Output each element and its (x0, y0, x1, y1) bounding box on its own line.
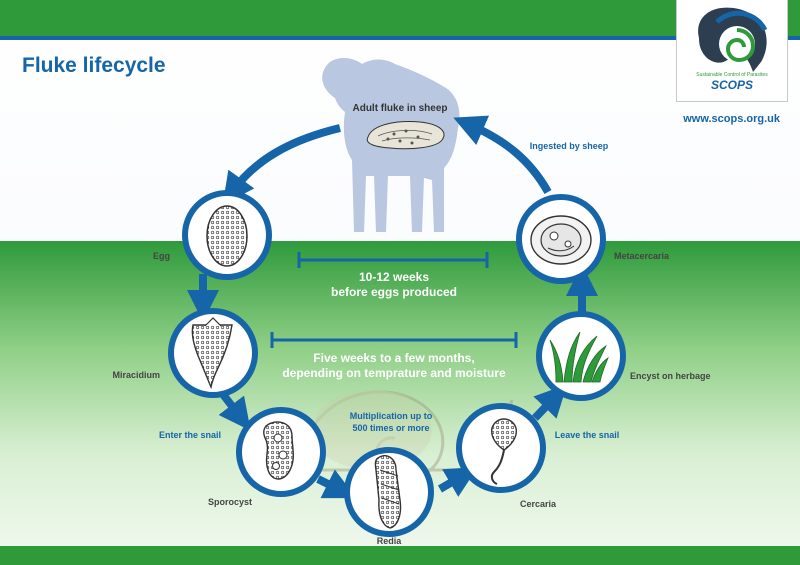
stage-label-metacercaria: Metacercaria (614, 251, 670, 261)
stage-label-egg: Egg (153, 251, 170, 261)
stage-cercaria (456, 403, 546, 493)
logo-name: SCOPS (711, 78, 753, 92)
sheep-head-spiral-icon: SCOPS Sustainable Control of Parasites (696, 7, 768, 92)
top-blue-stripe (0, 36, 800, 40)
arrow-sporocyst-to-redia (316, 469, 357, 499)
scops-logo-card[interactable]: SCOPS Sustainable Control of Parasites (676, 0, 788, 102)
stage-redia (344, 447, 434, 537)
timeline-1-line1: 10-12 weeks (359, 270, 429, 284)
stage-metacercaria (516, 194, 606, 284)
stage-label-sporocyst: Sporocyst (208, 497, 252, 507)
timeline-bar-2 (270, 332, 518, 348)
label-leave-snail: Leave the snail (555, 430, 620, 440)
label-enter-snail: Enter the snail (159, 430, 221, 440)
timeline-2-line2: depending on temprature and moisture (282, 366, 506, 380)
stage-egg (182, 190, 272, 280)
stage-label-encyst: Encyst on herbage (630, 371, 711, 381)
timeline-1-line2: before eggs produced (331, 285, 457, 299)
arc-arrow-to-sheep (453, 115, 552, 194)
arrow-redia-to-cercaria (437, 466, 478, 497)
stage-label-cercaria: Cercaria (520, 499, 557, 509)
sporocyst-icon (263, 421, 294, 480)
cercaria-icon (490, 418, 518, 485)
stage-miracidium (168, 308, 258, 398)
redia-icon (374, 454, 402, 529)
stage-sporocyst (236, 407, 326, 497)
arrow-cercaria-to-encyst (532, 384, 568, 421)
arc-arrow-sheep-to-egg (222, 124, 341, 205)
logo-tagline: Sustainable Control of Parasites (696, 72, 768, 78)
timeline-2-line1: Five weeks to a few months, (313, 351, 474, 365)
metacercaria-icon (530, 215, 592, 265)
miracidium-icon (191, 317, 233, 390)
egg-icon (206, 205, 248, 267)
stage-label-miracidium: Miracidium (112, 370, 160, 380)
host-label: Adult fluke in sheep (352, 103, 447, 114)
stage-label-redia: Redia (377, 536, 403, 546)
timeline-bar-1 (297, 252, 489, 268)
label-multiplication-line1: Multiplication up to (350, 411, 433, 421)
label-multiplication-line2: 500 times or more (352, 423, 429, 433)
bottom-green-band (0, 546, 800, 565)
grass-icon (549, 331, 609, 383)
label-ingested-by-sheep: Ingested by sheep (530, 141, 609, 151)
arrow-miracidium-to-sporocyst (218, 390, 251, 431)
top-green-band (0, 0, 800, 36)
page-title: Fluke lifecycle (22, 54, 166, 77)
website-link[interactable]: www.scops.org.uk (682, 113, 781, 125)
adult-fluke-icon (366, 121, 445, 150)
stage-encyst (536, 311, 626, 401)
